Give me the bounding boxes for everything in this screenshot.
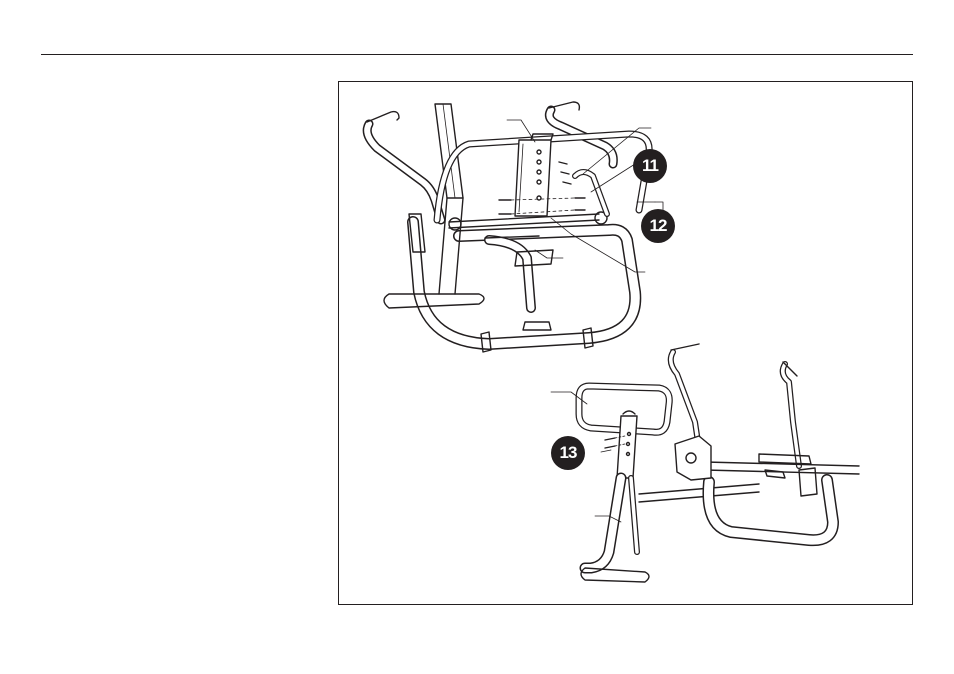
header-rule <box>41 54 913 55</box>
assembly-drawing <box>339 82 914 606</box>
step-11-callout: 11 <box>633 149 667 183</box>
step-number-badge-icon: 13 <box>551 436 585 470</box>
step-12-callout: 12 <box>641 209 675 243</box>
assembly-figure: 11 12 13 <box>338 81 913 605</box>
step-number-badge-icon: 11 <box>633 149 667 183</box>
upper-frame-drawing <box>367 102 663 352</box>
lower-frame-drawing <box>551 344 859 582</box>
step-13-callout: 13 <box>551 436 585 470</box>
step-number-badge-icon: 12 <box>641 209 675 243</box>
